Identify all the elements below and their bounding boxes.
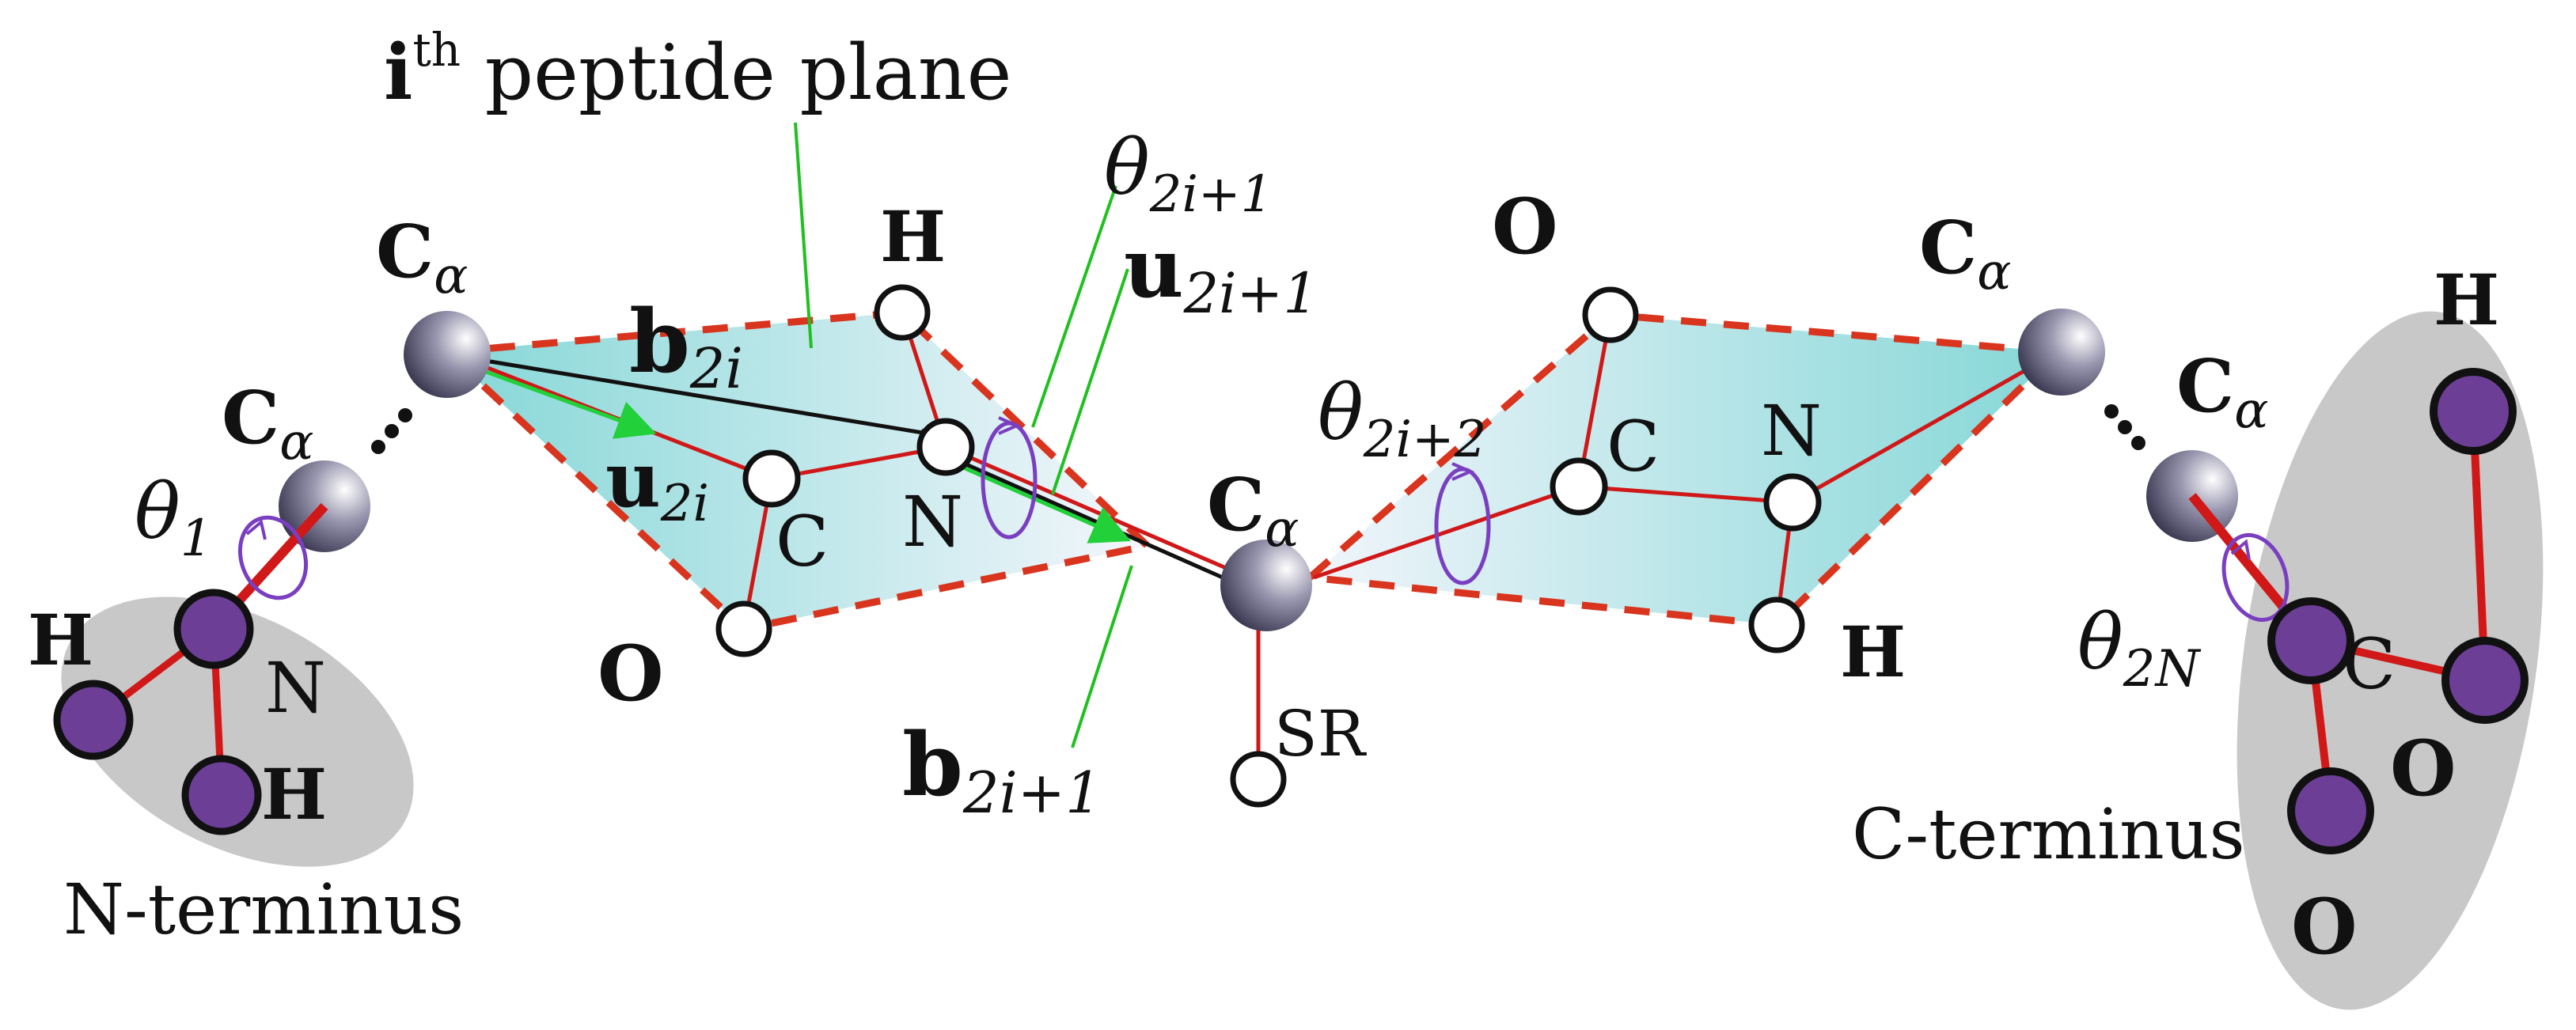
label-h-left: H — [880, 195, 946, 278]
label-o-right: O — [1492, 182, 1558, 271]
rotation-loops — [981, 416, 1491, 585]
c-term-atom-o1 — [2441, 637, 2529, 724]
b-2i1-leader — [1071, 565, 1133, 748]
label-ca-left: Cα — [376, 209, 468, 305]
n-term-n-label: N — [265, 647, 326, 729]
u2i1-vector — [960, 464, 1132, 543]
n-term-h1-label: H — [28, 599, 93, 681]
ca-sphere-left — [404, 311, 491, 398]
atom-o-right — [1582, 286, 1639, 343]
c-term-atom-c — [2267, 597, 2354, 684]
label-b2i: b2i — [629, 290, 743, 401]
n-terminus-label: N-terminus — [63, 869, 464, 950]
peptide-plane-title: ith peptide plane — [384, 23, 1011, 117]
label-theta-2i2: θ2i+2 — [1318, 369, 1486, 469]
label-ca-far-left: Cα — [222, 375, 313, 471]
left-plane-border — [444, 309, 1155, 633]
n-terminus-shading — [61, 596, 414, 867]
right-plane-border — [1307, 311, 2066, 629]
label-n-left: N — [902, 481, 963, 562]
label-c-right: C — [1607, 406, 1660, 487]
c-term-o1-label: O — [2390, 724, 2456, 813]
b2i-vector — [446, 352, 929, 437]
hollow-atoms — [715, 284, 1822, 808]
c-terminus-group — [2188, 311, 2544, 1010]
atom-c-left — [742, 449, 801, 508]
atom-h-right — [1748, 596, 1805, 653]
label-theta-2N: θ2N — [2077, 598, 2202, 699]
c-term-h-label: H — [2434, 259, 2499, 341]
label-ca-right: Cα — [1919, 205, 2011, 301]
n-terminus-group — [53, 502, 414, 867]
label-h-right: H — [1840, 611, 1906, 693]
label-ca-mid: Cα — [1207, 462, 1299, 559]
n-term-h2-label: H — [261, 753, 327, 835]
n-term-atom-h2 — [181, 755, 262, 835]
c-term-o2-label: O — [2291, 882, 2358, 971]
ca-sphere-mid — [1220, 540, 1312, 631]
chain-dots-right — [2104, 404, 2145, 450]
label-o-left: O — [598, 629, 664, 718]
c-terminus-label: C-terminus — [1852, 793, 2245, 875]
atom-sr — [1230, 751, 1287, 808]
label-u-2i1: u2i+1 — [1124, 219, 1318, 326]
c-term-c-label: C — [2343, 623, 2396, 705]
label-c-left: C — [776, 501, 829, 582]
label-b-2i1: b2i+1 — [902, 714, 1102, 826]
u-2i1-leader — [1051, 268, 1129, 495]
label-u2i: u2i — [605, 435, 709, 533]
title-leader-line — [794, 122, 813, 349]
theta-2i1-leader — [1031, 185, 1117, 428]
label-theta-2i1: θ2i+1 — [1104, 123, 1273, 224]
atom-n-right — [1763, 473, 1822, 532]
label-n-right: N — [1761, 390, 1822, 471]
n-term-atom-h1 — [53, 680, 134, 760]
chain-dots-left — [371, 408, 412, 454]
atom-c-right — [1550, 457, 1608, 516]
label-sr: SR — [1274, 697, 1368, 771]
label-ca-far-right: Cα — [2176, 343, 2268, 440]
c-term-atom-o2 — [2287, 767, 2374, 854]
right-peptide-plane — [1310, 315, 2058, 625]
atom-o-left — [715, 600, 772, 657]
ca-sphere-right — [2018, 309, 2105, 396]
n-term-atom-n — [173, 589, 254, 669]
atom-n-left — [916, 418, 975, 476]
c-term-atom-h — [2430, 368, 2517, 455]
label-theta-1: θ1 — [135, 468, 213, 568]
atom-h-left — [874, 284, 931, 341]
